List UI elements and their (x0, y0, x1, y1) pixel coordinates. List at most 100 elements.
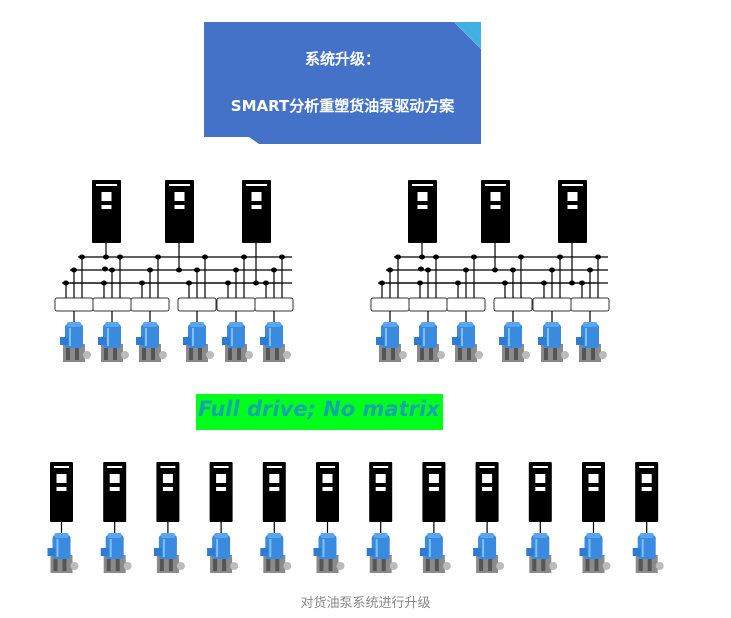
drive-display (162, 474, 173, 483)
pump-cap (190, 322, 204, 327)
pump-terminal (419, 548, 428, 556)
junction-dot (379, 280, 385, 286)
junction-dot (471, 254, 477, 260)
drive-display (375, 474, 386, 483)
pump-flange (561, 351, 569, 359)
drive-display (535, 474, 546, 483)
matrix-configuration-right (370, 180, 610, 362)
drive-button (490, 205, 501, 209)
pump-base-detail (319, 559, 324, 571)
pump-base-detail (266, 348, 270, 360)
junction-dot (139, 280, 145, 286)
junction-dot (395, 254, 401, 260)
pump-terminal (207, 548, 216, 556)
drive-body (475, 462, 499, 522)
drive-button (482, 487, 493, 491)
drive-top-stripe (160, 466, 176, 468)
full-drive-label-text: Full drive; No matrix (198, 397, 440, 421)
pump-terminal (260, 337, 268, 345)
junction-dot (492, 267, 498, 273)
pump-base-detail (213, 559, 218, 571)
drive-body (422, 462, 446, 522)
drive-cabinet-icon (50, 462, 73, 522)
junction-dot (463, 267, 469, 273)
drive-button (109, 487, 120, 491)
drive-body (481, 180, 510, 243)
junction-dot (101, 280, 107, 286)
switch-box (254, 297, 294, 312)
pump-base-detail (382, 348, 386, 360)
pump-cap (426, 533, 441, 538)
drive-button (322, 487, 333, 491)
pump-cap (67, 322, 81, 327)
pump-motor-icon (538, 322, 569, 362)
junction-dot (510, 267, 516, 273)
drive-top-stripe (485, 184, 506, 186)
pump-motor-icon (47, 533, 79, 573)
pump-base-detail (429, 348, 433, 360)
drive-cabinet-icon (558, 180, 587, 243)
banner-title-line1: 系统升级： (304, 50, 380, 68)
drive-top-stripe (639, 466, 655, 468)
pump-base-detail (479, 559, 484, 571)
junction-dot (186, 280, 192, 286)
pump-flange (602, 562, 611, 570)
drive-body (262, 462, 286, 522)
pump-cap (480, 533, 495, 538)
pump-cap (267, 322, 281, 327)
pump-cap (459, 322, 473, 327)
drive-cabinet-icon (242, 180, 271, 243)
banner-corner-fold (454, 22, 481, 49)
pump-base-detail (372, 559, 377, 571)
junction-dot (233, 267, 239, 273)
drive-top-stripe (107, 466, 123, 468)
drive-button (375, 487, 386, 491)
pump-base-detail (266, 559, 271, 571)
drive-button (174, 205, 185, 209)
pump-motor-icon (100, 533, 132, 573)
drive-button (641, 487, 652, 491)
pump-flange (70, 562, 79, 570)
pump-flange (549, 562, 558, 570)
pump-base-detail (228, 348, 232, 360)
drive-body (50, 462, 73, 522)
pump-flange (336, 562, 345, 570)
pump-base-detail (159, 559, 164, 571)
drive-display (567, 192, 578, 201)
pump-motor-icon (260, 322, 291, 362)
junction-dot (147, 267, 153, 273)
pump-base-detail (53, 559, 58, 571)
pump-flange (123, 562, 132, 570)
pump-flange (522, 351, 530, 359)
pump-terminal (452, 337, 460, 345)
pump-base-detail (189, 348, 193, 360)
drive-cabinet-icon (262, 462, 286, 522)
pump-flange (399, 351, 407, 359)
pump-flange (83, 351, 91, 359)
pump-cap (421, 322, 435, 327)
pump-cap (143, 322, 157, 327)
pump-terminal (222, 337, 230, 345)
drive-cabinet-icon (475, 462, 499, 522)
pump-base-detail (582, 348, 586, 360)
junction-dot (417, 280, 423, 286)
junction-dot (455, 280, 461, 286)
drive-top-stripe (532, 466, 548, 468)
junction-dot (279, 254, 285, 260)
pump-motor-icon (222, 322, 253, 362)
drive-top-stripe (586, 466, 601, 468)
pump-base-detail (142, 348, 146, 360)
pump-terminal (579, 548, 588, 556)
drive-button (101, 205, 112, 209)
pump-motor-icon (499, 322, 530, 362)
pump-motor-icon (419, 533, 451, 573)
full-drive-configuration (47, 462, 664, 573)
pump-terminal (100, 548, 109, 556)
drive-cabinet-icon (209, 462, 233, 522)
title-banner (204, 22, 481, 144)
pump-base-detail (113, 348, 117, 360)
drive-body (369, 462, 393, 522)
switch-box (92, 297, 132, 312)
drive-cabinet-icon (165, 180, 194, 243)
pump-base-detail (544, 348, 548, 360)
